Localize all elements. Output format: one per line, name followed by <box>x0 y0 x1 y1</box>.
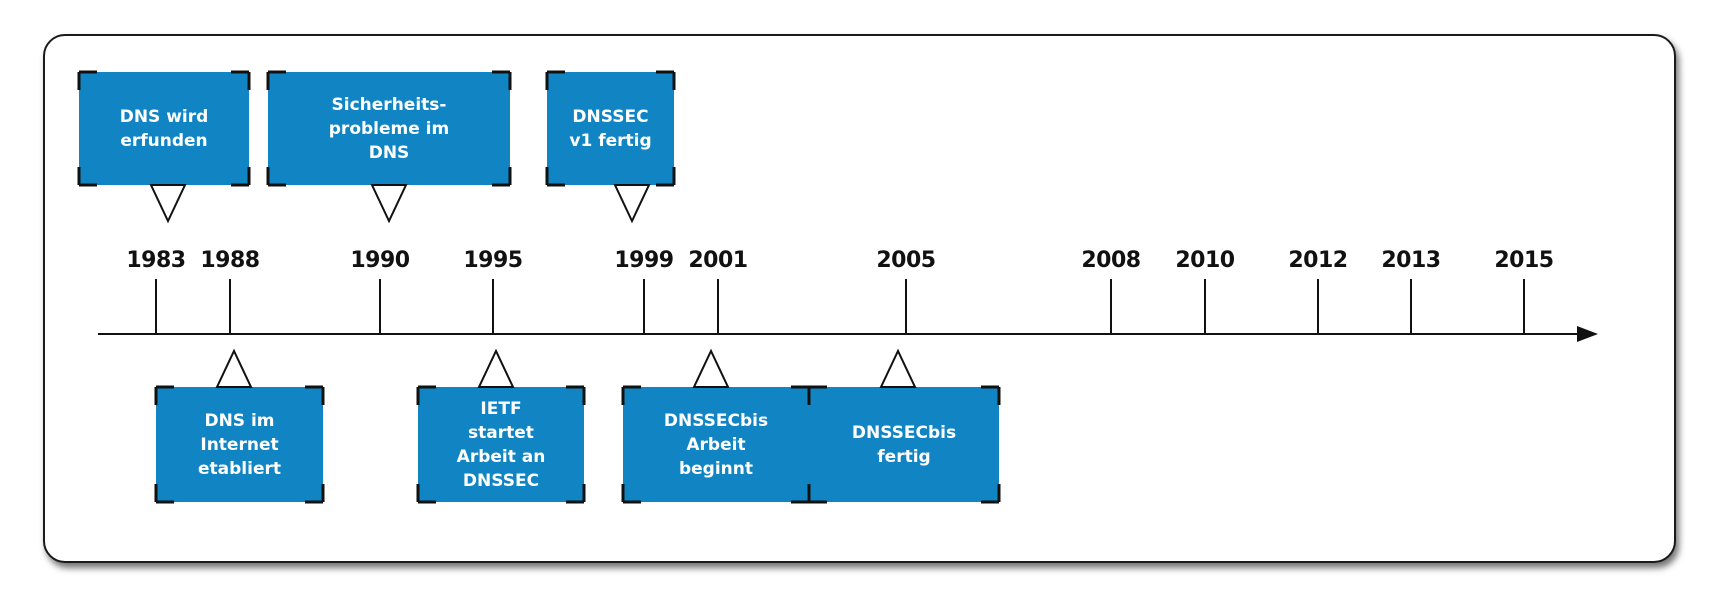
event-pointer-1983 <box>149 184 187 224</box>
event-box-1983: DNS wird erfunden <box>79 72 249 185</box>
event-corners-2005 <box>807 385 1001 504</box>
year-label-2013: 2013 <box>1381 248 1441 273</box>
event-box-1999: DNSSEC v1 fertig <box>547 72 674 185</box>
event-text-1983: DNS wird erfunden <box>119 106 209 151</box>
event-pointer-2001 <box>692 348 730 388</box>
year-label-2008: 2008 <box>1081 248 1141 273</box>
year-label-1995: 1995 <box>463 248 523 273</box>
event-pointer-1995 <box>477 348 515 388</box>
event-pointer-1999 <box>613 184 651 224</box>
event-corners-2001 <box>621 385 811 504</box>
event-pointer-1990 <box>370 184 408 224</box>
event-box-1990: Sicherheits- probleme im DNS <box>268 72 510 185</box>
event-text-1988: DNS im Internet etabliert <box>198 410 281 479</box>
event-text-1990: Sicherheits- probleme im DNS <box>328 94 450 163</box>
year-label-2010: 2010 <box>1175 248 1235 273</box>
event-corners-1995 <box>416 385 586 504</box>
event-text-1999: DNSSEC v1 fertig <box>569 106 652 151</box>
event-box-1988: DNS im Internet etabliert <box>156 387 323 502</box>
year-label-1988: 1988 <box>200 248 260 273</box>
event-pointer-1988 <box>215 348 253 388</box>
event-corners-1983 <box>77 70 251 187</box>
year-label-1990: 1990 <box>350 248 410 273</box>
event-corners-1999 <box>545 70 676 187</box>
year-label-2012: 2012 <box>1288 248 1348 273</box>
event-pointer-2005 <box>879 348 917 388</box>
year-label-1983: 1983 <box>126 248 186 273</box>
event-box-2001: DNSSECbis Arbeit beginnt <box>623 387 809 502</box>
year-label-2015: 2015 <box>1494 248 1554 273</box>
event-corners-1988 <box>154 385 325 504</box>
year-label-2005: 2005 <box>876 248 936 273</box>
event-corners-1990 <box>266 70 512 187</box>
event-box-2005: DNSSECbis fertig <box>809 387 999 502</box>
axis-arrowhead <box>1577 326 1598 342</box>
year-label-1999: 1999 <box>614 248 674 273</box>
event-box-1995: IETF startet Arbeit an DNSSEC <box>418 387 584 502</box>
event-text-1995: IETF startet Arbeit an DNSSEC <box>456 398 546 491</box>
event-text-2001: DNSSECbis Arbeit beginnt <box>663 410 769 479</box>
year-label-2001: 2001 <box>688 248 748 273</box>
event-text-2005: DNSSECbis fertig <box>851 422 957 467</box>
